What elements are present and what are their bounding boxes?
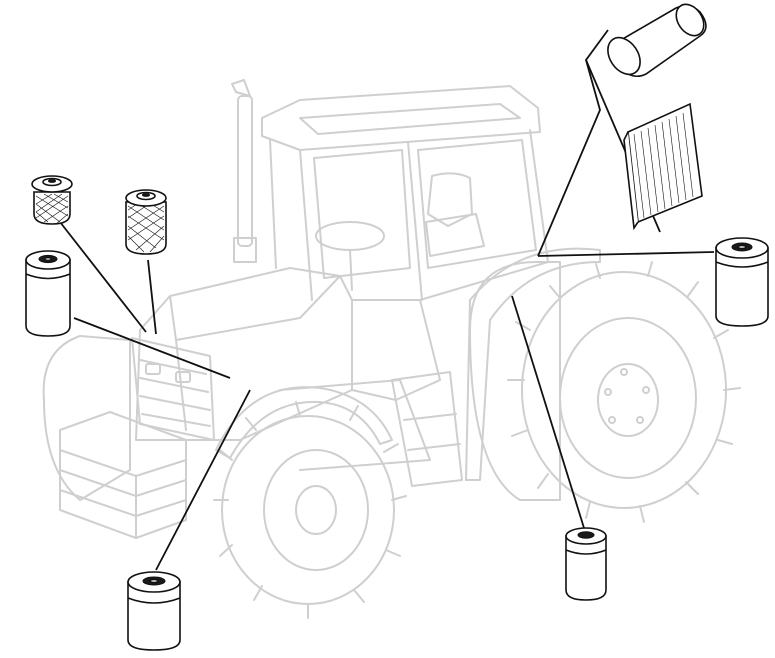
fuel-filter-left-icon [25, 250, 71, 337]
hydraulic-filter-right-icon [715, 237, 769, 327]
leader-line-fuel [73, 317, 231, 379]
leader-line-cabin-bracket [537, 59, 601, 257]
cabin-air-filter-panel-icon [623, 102, 703, 231]
air-breather-filter-left-icon [31, 175, 73, 225]
leader-line-hydraulic [537, 251, 715, 257]
leader-line-engine-oil [155, 389, 251, 571]
leader-line-breather-mid [147, 259, 157, 335]
leader-line-breather-left [59, 221, 147, 333]
air-breather-filter-mid-icon [125, 189, 167, 255]
cabin-air-filter-cylinder-icon [607, 3, 707, 78]
transmission-filter-icon [565, 527, 607, 601]
engine-oil-filter-icon [127, 571, 181, 651]
tractor-illustration [42, 79, 741, 619]
leader-line-transmission [511, 295, 585, 529]
